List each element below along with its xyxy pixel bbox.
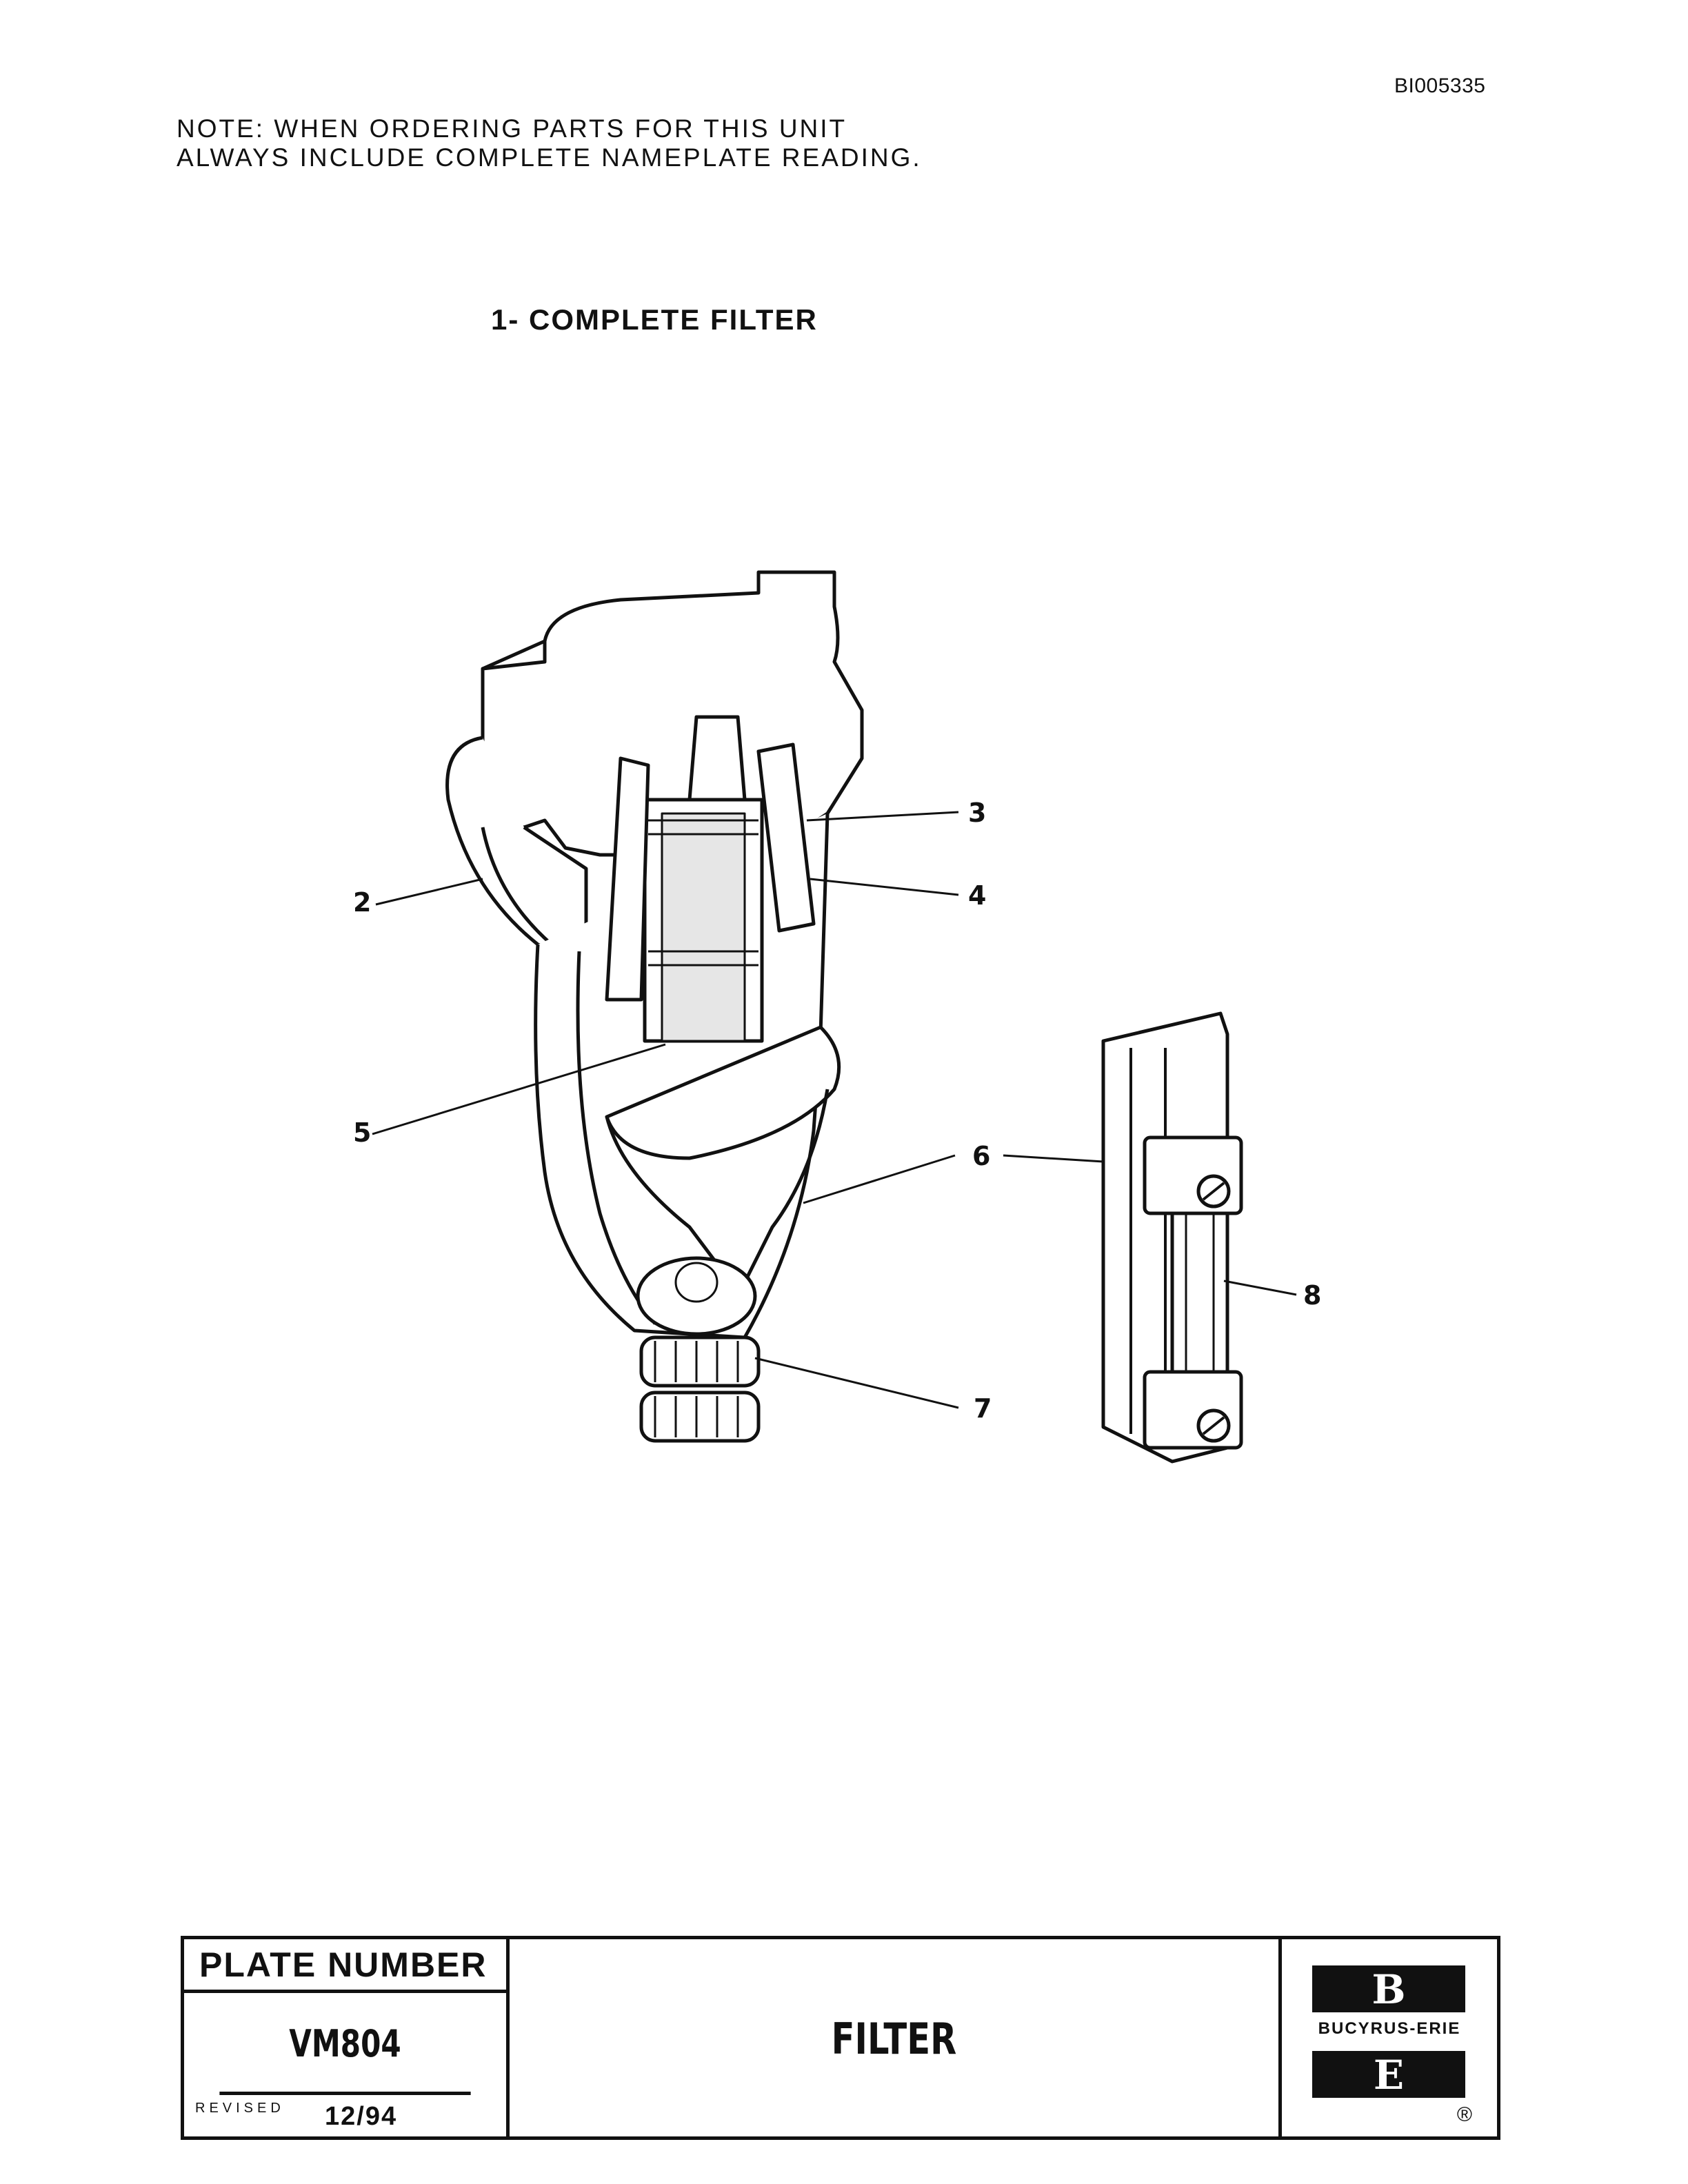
logo-b-block: B xyxy=(1312,1965,1465,2013)
title-section: FILTER xyxy=(510,1939,1282,2136)
callout-8: 8 xyxy=(1303,1280,1321,1311)
filter-assembly-drawing xyxy=(445,570,1243,1464)
callout-leaders xyxy=(372,811,1297,1409)
bucyrus-erie-logo: B BUCYRUS-ERIE E ® xyxy=(1282,1939,1497,2136)
plate-number-label: PLATE NUMBER xyxy=(184,1939,506,1993)
callout-6: 6 xyxy=(972,1141,990,1171)
plate-number-section: PLATE NUMBER VM804 REVISED 12/94 xyxy=(184,1939,510,2136)
note-line-1: NOTE: WHEN ORDERING PARTS FOR THIS UNIT xyxy=(177,114,847,143)
callout-7: 7 xyxy=(974,1393,992,1424)
document-id: BI005335 xyxy=(1394,74,1486,97)
callout-labels: 2 3 4 5 6 7 8 xyxy=(353,798,1321,1424)
revised-row: REVISED 12/94 xyxy=(184,2095,506,2136)
logo-company-name: BUCYRUS-ERIE xyxy=(1318,2019,1461,2038)
title-block: PLATE NUMBER VM804 REVISED 12/94 FILTER … xyxy=(181,1936,1500,2140)
revised-label: REVISED xyxy=(195,2101,285,2116)
callout-3: 3 xyxy=(968,798,986,828)
revised-date: 12/94 xyxy=(325,2102,398,2131)
registered-mark: ® xyxy=(1456,2103,1472,2126)
callout-5: 5 xyxy=(353,1118,371,1148)
note-line-2: ALWAYS INCLUDE COMPLETE NAMEPLATE READIN… xyxy=(177,143,922,172)
page-heading: 1- COMPLETE FILTER xyxy=(491,303,818,336)
ordering-note: NOTE: WHEN ORDERING PARTS FOR THIS UNIT … xyxy=(177,114,922,172)
logo-e-block: E xyxy=(1312,2051,1465,2099)
plate-number: VM804 xyxy=(219,1993,471,2095)
callout-2: 2 xyxy=(353,887,371,918)
plate-title: FILTER xyxy=(831,2014,957,2064)
callout-4: 4 xyxy=(968,880,986,911)
